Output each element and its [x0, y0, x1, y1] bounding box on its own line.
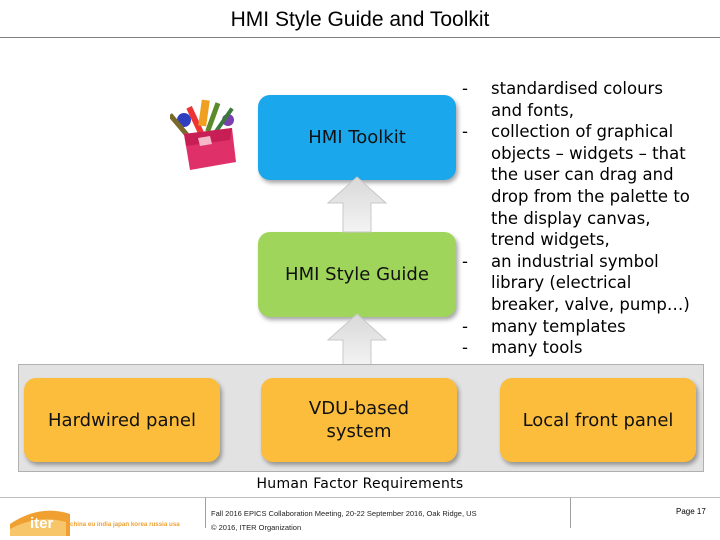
slide-title: HMI Style Guide and Toolkit: [0, 8, 720, 32]
vdu-based-system-box: VDU-based system: [261, 378, 457, 462]
up-arrow-icon: [326, 175, 388, 233]
hmi-toolkit-box: HMI Toolkit: [258, 95, 456, 180]
copyright: © 2016, ITER Organization: [211, 523, 301, 532]
logo-text: iter: [30, 515, 54, 532]
bullet-dash: -: [462, 316, 468, 338]
list-line: drop from the palette to: [491, 186, 720, 208]
list-line: many templates: [491, 316, 720, 338]
human-factor-caption: Human Factor Requirements: [0, 476, 720, 492]
bullet-dash: -: [462, 121, 468, 143]
logo-countries: china eu india japan korea russia usa: [70, 521, 180, 528]
iter-logo: iter china eu india japan korea russia u…: [10, 502, 200, 536]
title-divider: [0, 37, 720, 38]
hardwired-panel-box: Hardwired panel: [24, 378, 220, 462]
toolbox-icon: [170, 98, 246, 174]
bullet-dash: -: [462, 78, 468, 100]
bullet-dash: -: [462, 337, 468, 359]
list-line: breaker, valve, pump…): [491, 294, 720, 316]
list-line: standardised colours: [491, 78, 720, 100]
footer-separator: [205, 498, 206, 528]
hmi-style-guide-box: HMI Style Guide: [258, 232, 456, 317]
list-item: - collection of graphical objects – widg…: [458, 121, 720, 251]
local-front-panel-box: Local front panel: [500, 378, 696, 462]
list-line: the user can drag and: [491, 164, 720, 186]
feature-list: - standardised colours and fonts, - coll…: [458, 78, 720, 359]
list-line: an industrial symbol: [491, 251, 720, 273]
footer-divider: [0, 497, 720, 498]
list-line: the display canvas,: [491, 208, 720, 230]
list-item: - standardised colours and fonts,: [458, 78, 720, 121]
meeting-info: Fall 2016 EPICS Collaboration Meeting, 2…: [211, 509, 477, 518]
footer-separator: [570, 498, 571, 528]
list-item: - many tools: [458, 337, 720, 359]
list-line: objects – widgets – that: [491, 143, 720, 165]
list-item: - an industrial symbol library (electric…: [458, 251, 720, 316]
bullet-dash: -: [462, 251, 468, 273]
vdu-label-line2: system: [309, 420, 409, 443]
list-line: collection of graphical: [491, 121, 720, 143]
list-item: - many templates: [458, 316, 720, 338]
list-line: trend widgets,: [491, 229, 720, 251]
list-line: library (electrical: [491, 272, 720, 294]
vdu-label-line1: VDU-based: [309, 397, 409, 420]
list-line: and fonts,: [491, 100, 720, 122]
list-line: many tools: [491, 337, 720, 359]
up-arrow-icon: [326, 312, 388, 368]
page-number: Page 17: [676, 507, 706, 516]
